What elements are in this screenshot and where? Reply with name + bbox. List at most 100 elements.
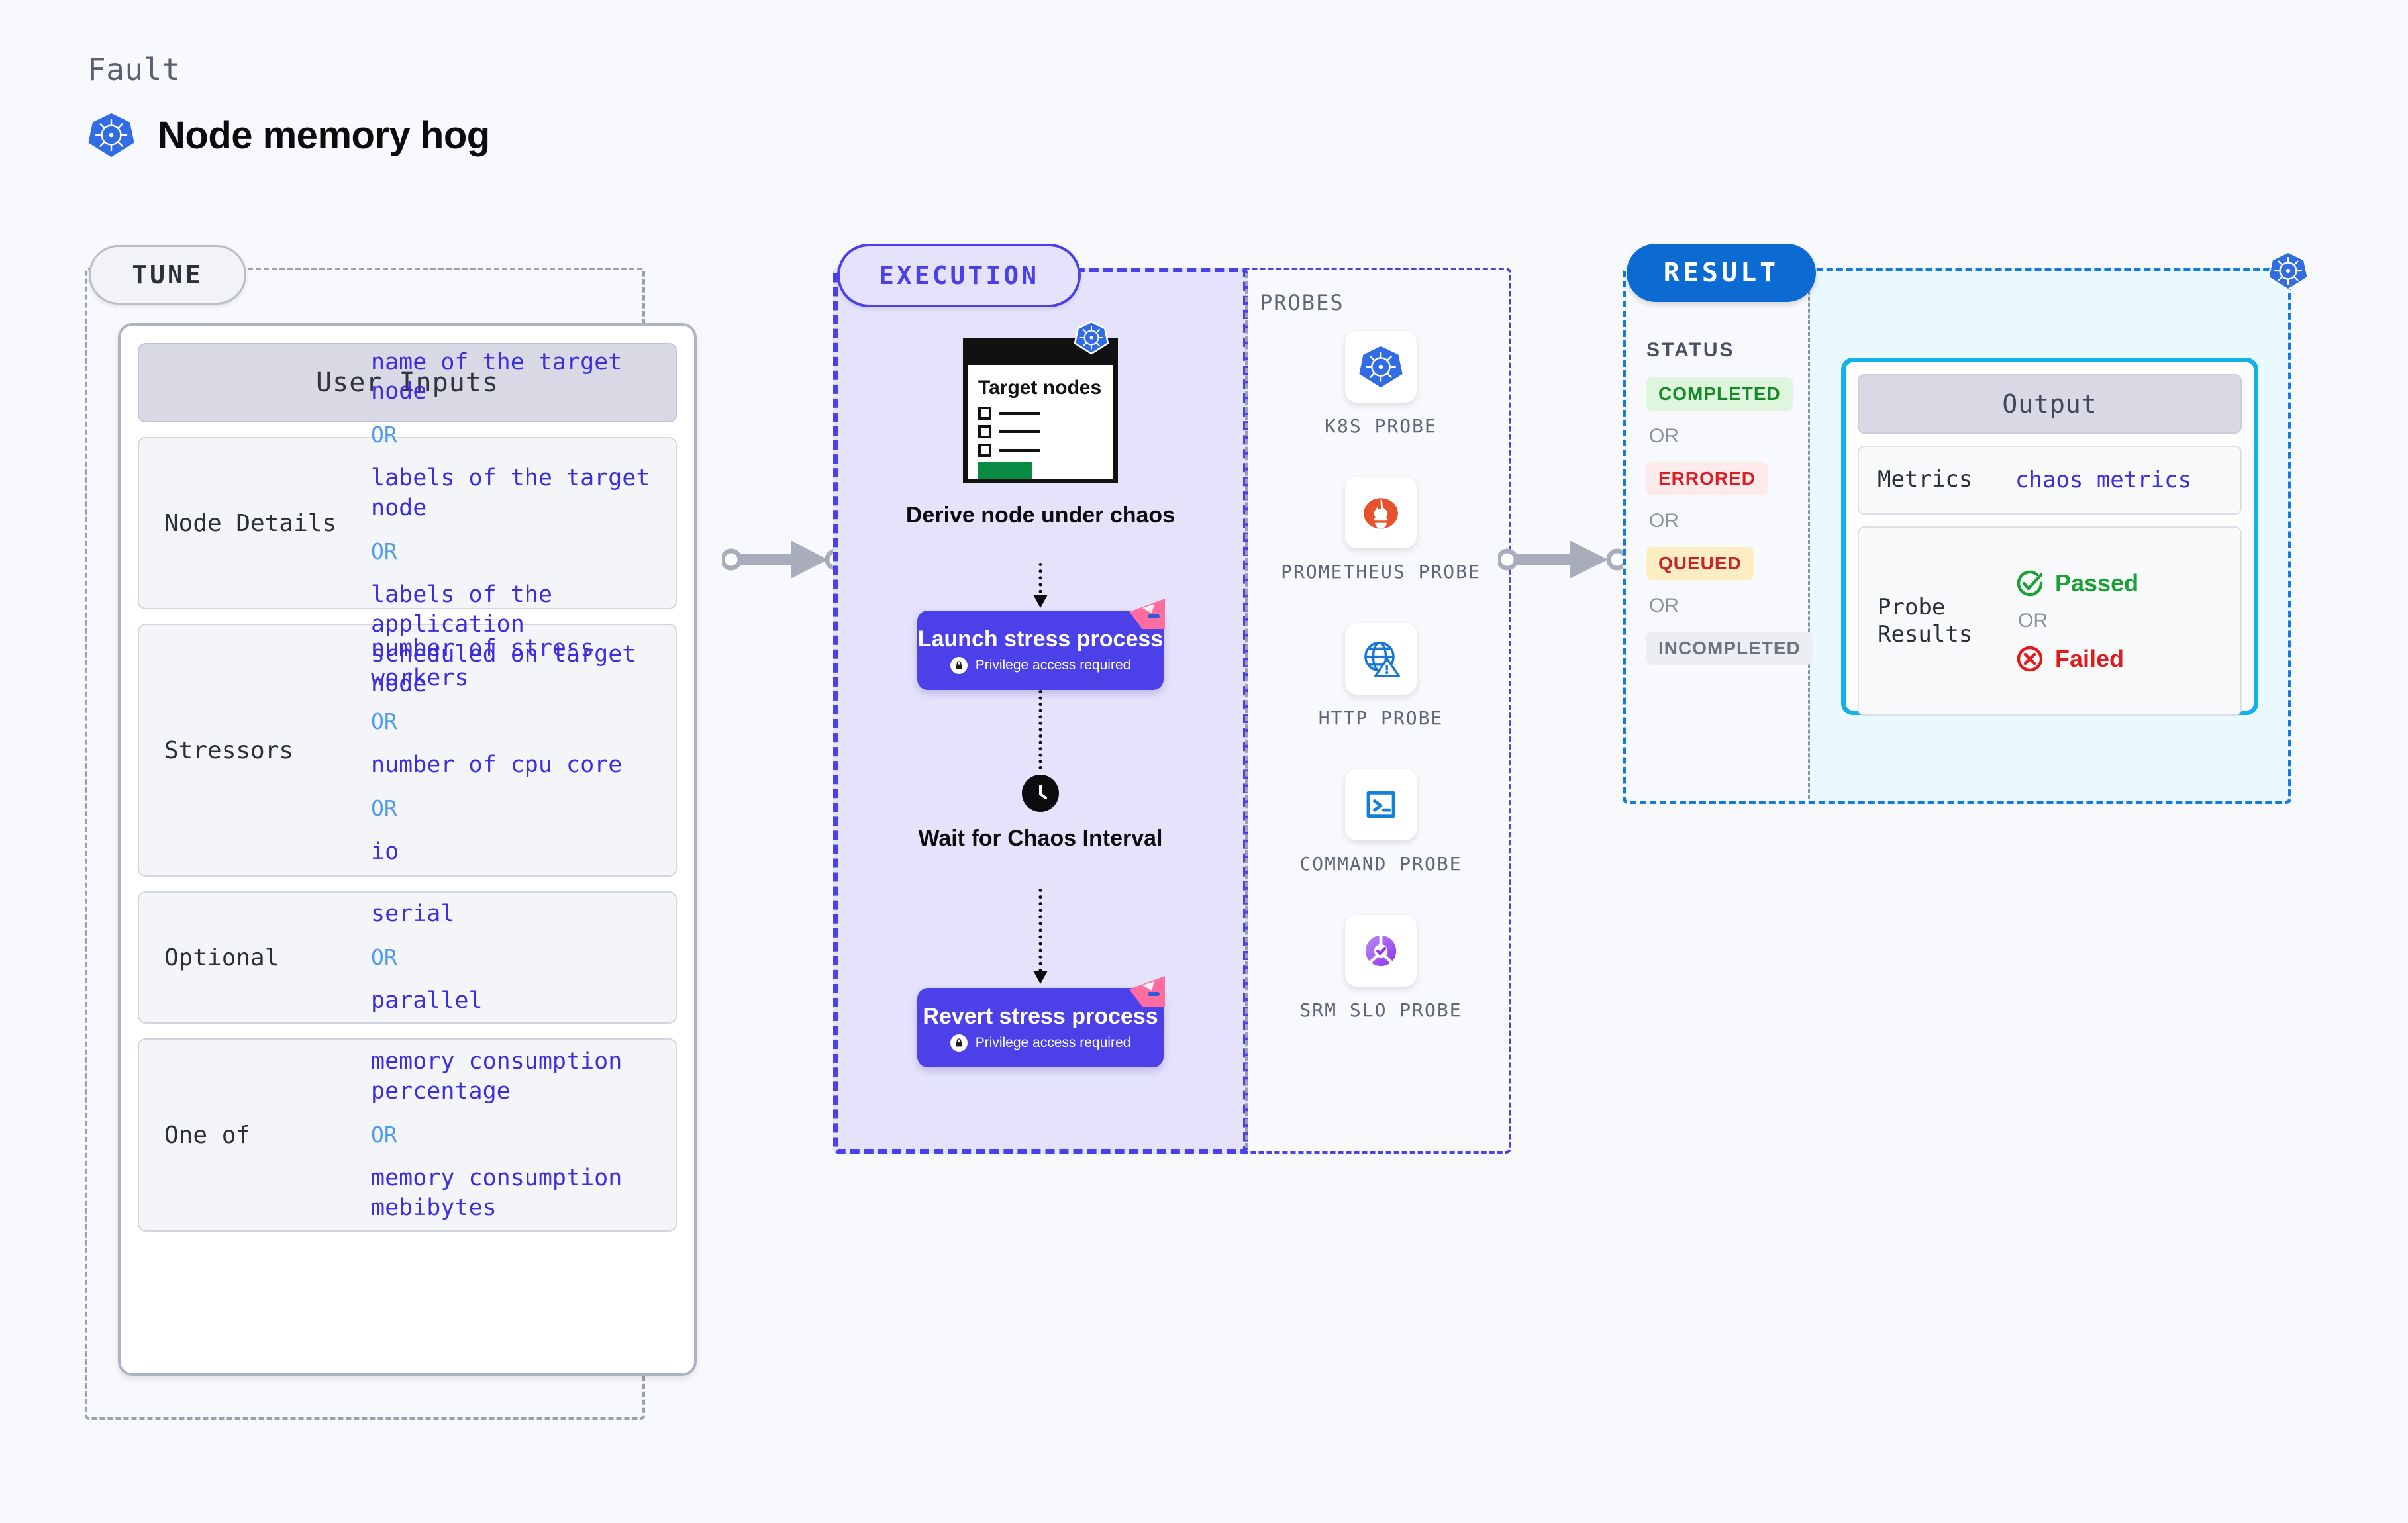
failed-label: Failed [2055, 645, 2125, 672]
status-list: COMPLETED OR ERRORED OR QUEUED OR INCOMP… [1646, 377, 1813, 665]
checkbox-icon [978, 444, 991, 457]
page-title: Node memory hog [158, 113, 490, 157]
input-group-label: Stressors [164, 736, 294, 764]
result-status-region [1623, 268, 1808, 804]
output-row-metrics: Metrics chaos metrics [1858, 446, 2242, 515]
privilege-note: Privilege access required [950, 1034, 1131, 1052]
user-inputs-card: User Inputs Node Details name of the tar… [118, 323, 697, 1376]
privilege-note: Privilege access required [950, 656, 1131, 674]
probe-label: SRM SLO PROBE [1299, 999, 1462, 1021]
flow-connector [1038, 889, 1042, 972]
green-action-bar [978, 462, 1032, 479]
fault-title-row: Node memory hog [87, 111, 490, 159]
execution-flow-column: Target nodes Derive node under chaos Lau… [833, 311, 1248, 1146]
output-card: Output Metrics chaos metrics Probe Resul… [1841, 358, 2258, 716]
list-line [999, 412, 1040, 415]
or-separator: OR [371, 538, 397, 564]
clock-icon [1022, 775, 1059, 812]
probes-divider [1245, 273, 1248, 1148]
derive-node-label: Derive node under chaos [905, 503, 1176, 528]
execution-stage-pill[interactable]: EXECUTION [837, 244, 1081, 307]
or-separator: OR [371, 708, 397, 734]
user-inputs-title: User Inputs [138, 343, 677, 422]
privilege-text: Privilege access required [975, 1034, 1131, 1050]
or-separator: OR [371, 422, 397, 448]
check-circle-icon [2017, 570, 2043, 597]
input-value: name of the target node [371, 348, 623, 405]
corner-tag-icon [1129, 976, 1165, 1007]
probe-label: HTTP PROBE [1318, 707, 1444, 729]
connector-tune-to-execution [722, 540, 847, 579]
input-value: io [371, 838, 399, 865]
checklist-row [978, 444, 1103, 457]
or-separator: OR [371, 944, 397, 970]
input-group-optional: Optional serial OR parallel [138, 891, 677, 1024]
privilege-text: Privilege access required [975, 657, 1131, 673]
launch-stress-process-node[interactable]: Launch stress process Privilege access r… [917, 599, 1165, 690]
result-stage-pill[interactable]: RESULT [1627, 244, 1816, 302]
input-group-values: memory consumption percentage OR memory … [371, 1040, 662, 1230]
wait-for-chaos-interval-label: Wait for Chaos Interval [918, 826, 1163, 851]
kubernetes-icon [2267, 250, 2309, 291]
output-title: Output [1858, 374, 2242, 434]
checkbox-icon [978, 407, 991, 420]
kubernetes-icon [1345, 331, 1417, 403]
input-value: number of stress workers [371, 635, 595, 691]
output-row-probe-results: Probe Results Passed OR Failed [1858, 526, 2242, 716]
probe-item-command[interactable]: COMMAND PROBE [1299, 769, 1462, 876]
input-value: memory consumption mebibytes [371, 1165, 623, 1221]
globe-warning-icon [1344, 622, 1417, 695]
input-group-one-of: One of memory consumption percentage OR … [138, 1038, 677, 1232]
probe-result-failed: Failed [2015, 644, 2138, 673]
probe-result-passed: Passed [2015, 569, 2138, 598]
arrowhead-icon [1033, 595, 1048, 608]
or-separator: OR [371, 1121, 397, 1148]
list-line [999, 449, 1040, 452]
corner-tag-icon [1129, 599, 1165, 629]
connector-execution-to-result [1498, 540, 1629, 579]
probe-result-values: Passed OR Failed [2015, 569, 2138, 673]
or-separator: OR [2018, 610, 2048, 632]
probe-item-prometheus[interactable]: PROMETHEUS PROBE [1281, 477, 1481, 584]
status-badge-queued: QUEUED [1646, 547, 1754, 580]
revert-stress-process-node[interactable]: Revert stress process Privilege access r… [917, 976, 1165, 1067]
checklist-row [978, 425, 1103, 438]
probe-item-k8s[interactable]: K8S PROBE [1325, 331, 1437, 438]
slo-donut-check-icon [1345, 914, 1417, 987]
input-value: labels of the application scheduled on t… [371, 581, 636, 697]
arrowhead-icon [1033, 971, 1048, 984]
lock-icon [950, 656, 968, 674]
input-value: number of cpu core [371, 752, 623, 778]
probe-label: PROMETHEUS PROBE [1281, 561, 1481, 583]
result-divider [1808, 273, 1810, 799]
or-separator: OR [1649, 595, 1679, 616]
target-nodes-title: Target nodes [978, 377, 1102, 399]
input-group-stressors: Stressors number of stress workers OR nu… [138, 624, 677, 877]
fault-label: Fault [87, 52, 181, 87]
checklist-row [978, 407, 1103, 420]
flow-connector [1038, 690, 1042, 769]
prometheus-flame-icon [1345, 477, 1417, 549]
passed-label: Passed [2055, 569, 2139, 597]
probe-label: COMMAND PROBE [1299, 853, 1462, 875]
input-group-label: One of [164, 1121, 251, 1149]
input-group-label: Node Details [164, 509, 337, 537]
or-separator: OR [1649, 510, 1679, 532]
target-nodes-card: Target nodes [963, 338, 1118, 483]
x-circle-icon [2017, 646, 2043, 672]
input-group-node-details: Node Details name of the target node OR … [138, 349, 677, 697]
result-region [1623, 268, 2291, 804]
input-group-values: serial OR parallel [371, 892, 662, 1023]
input-value: memory consumption percentage [371, 1048, 623, 1105]
status-badge-errored: ERRORED [1646, 462, 1768, 495]
probe-item-http[interactable]: HTTP PROBE [1318, 622, 1444, 730]
node-title: Launch stress process [917, 626, 1164, 652]
or-separator: OR [371, 795, 397, 821]
probe-item-srm-slo[interactable]: SRM SLO PROBE [1299, 914, 1462, 1022]
kubernetes-icon [87, 111, 135, 159]
input-group-label: Optional [164, 944, 279, 971]
probes-title: PROBES [1260, 290, 1344, 315]
list-line [999, 430, 1040, 433]
tune-stage-pill[interactable]: TUNE [89, 245, 246, 305]
input-group-values: number of stress workers OR number of cp… [371, 626, 662, 874]
